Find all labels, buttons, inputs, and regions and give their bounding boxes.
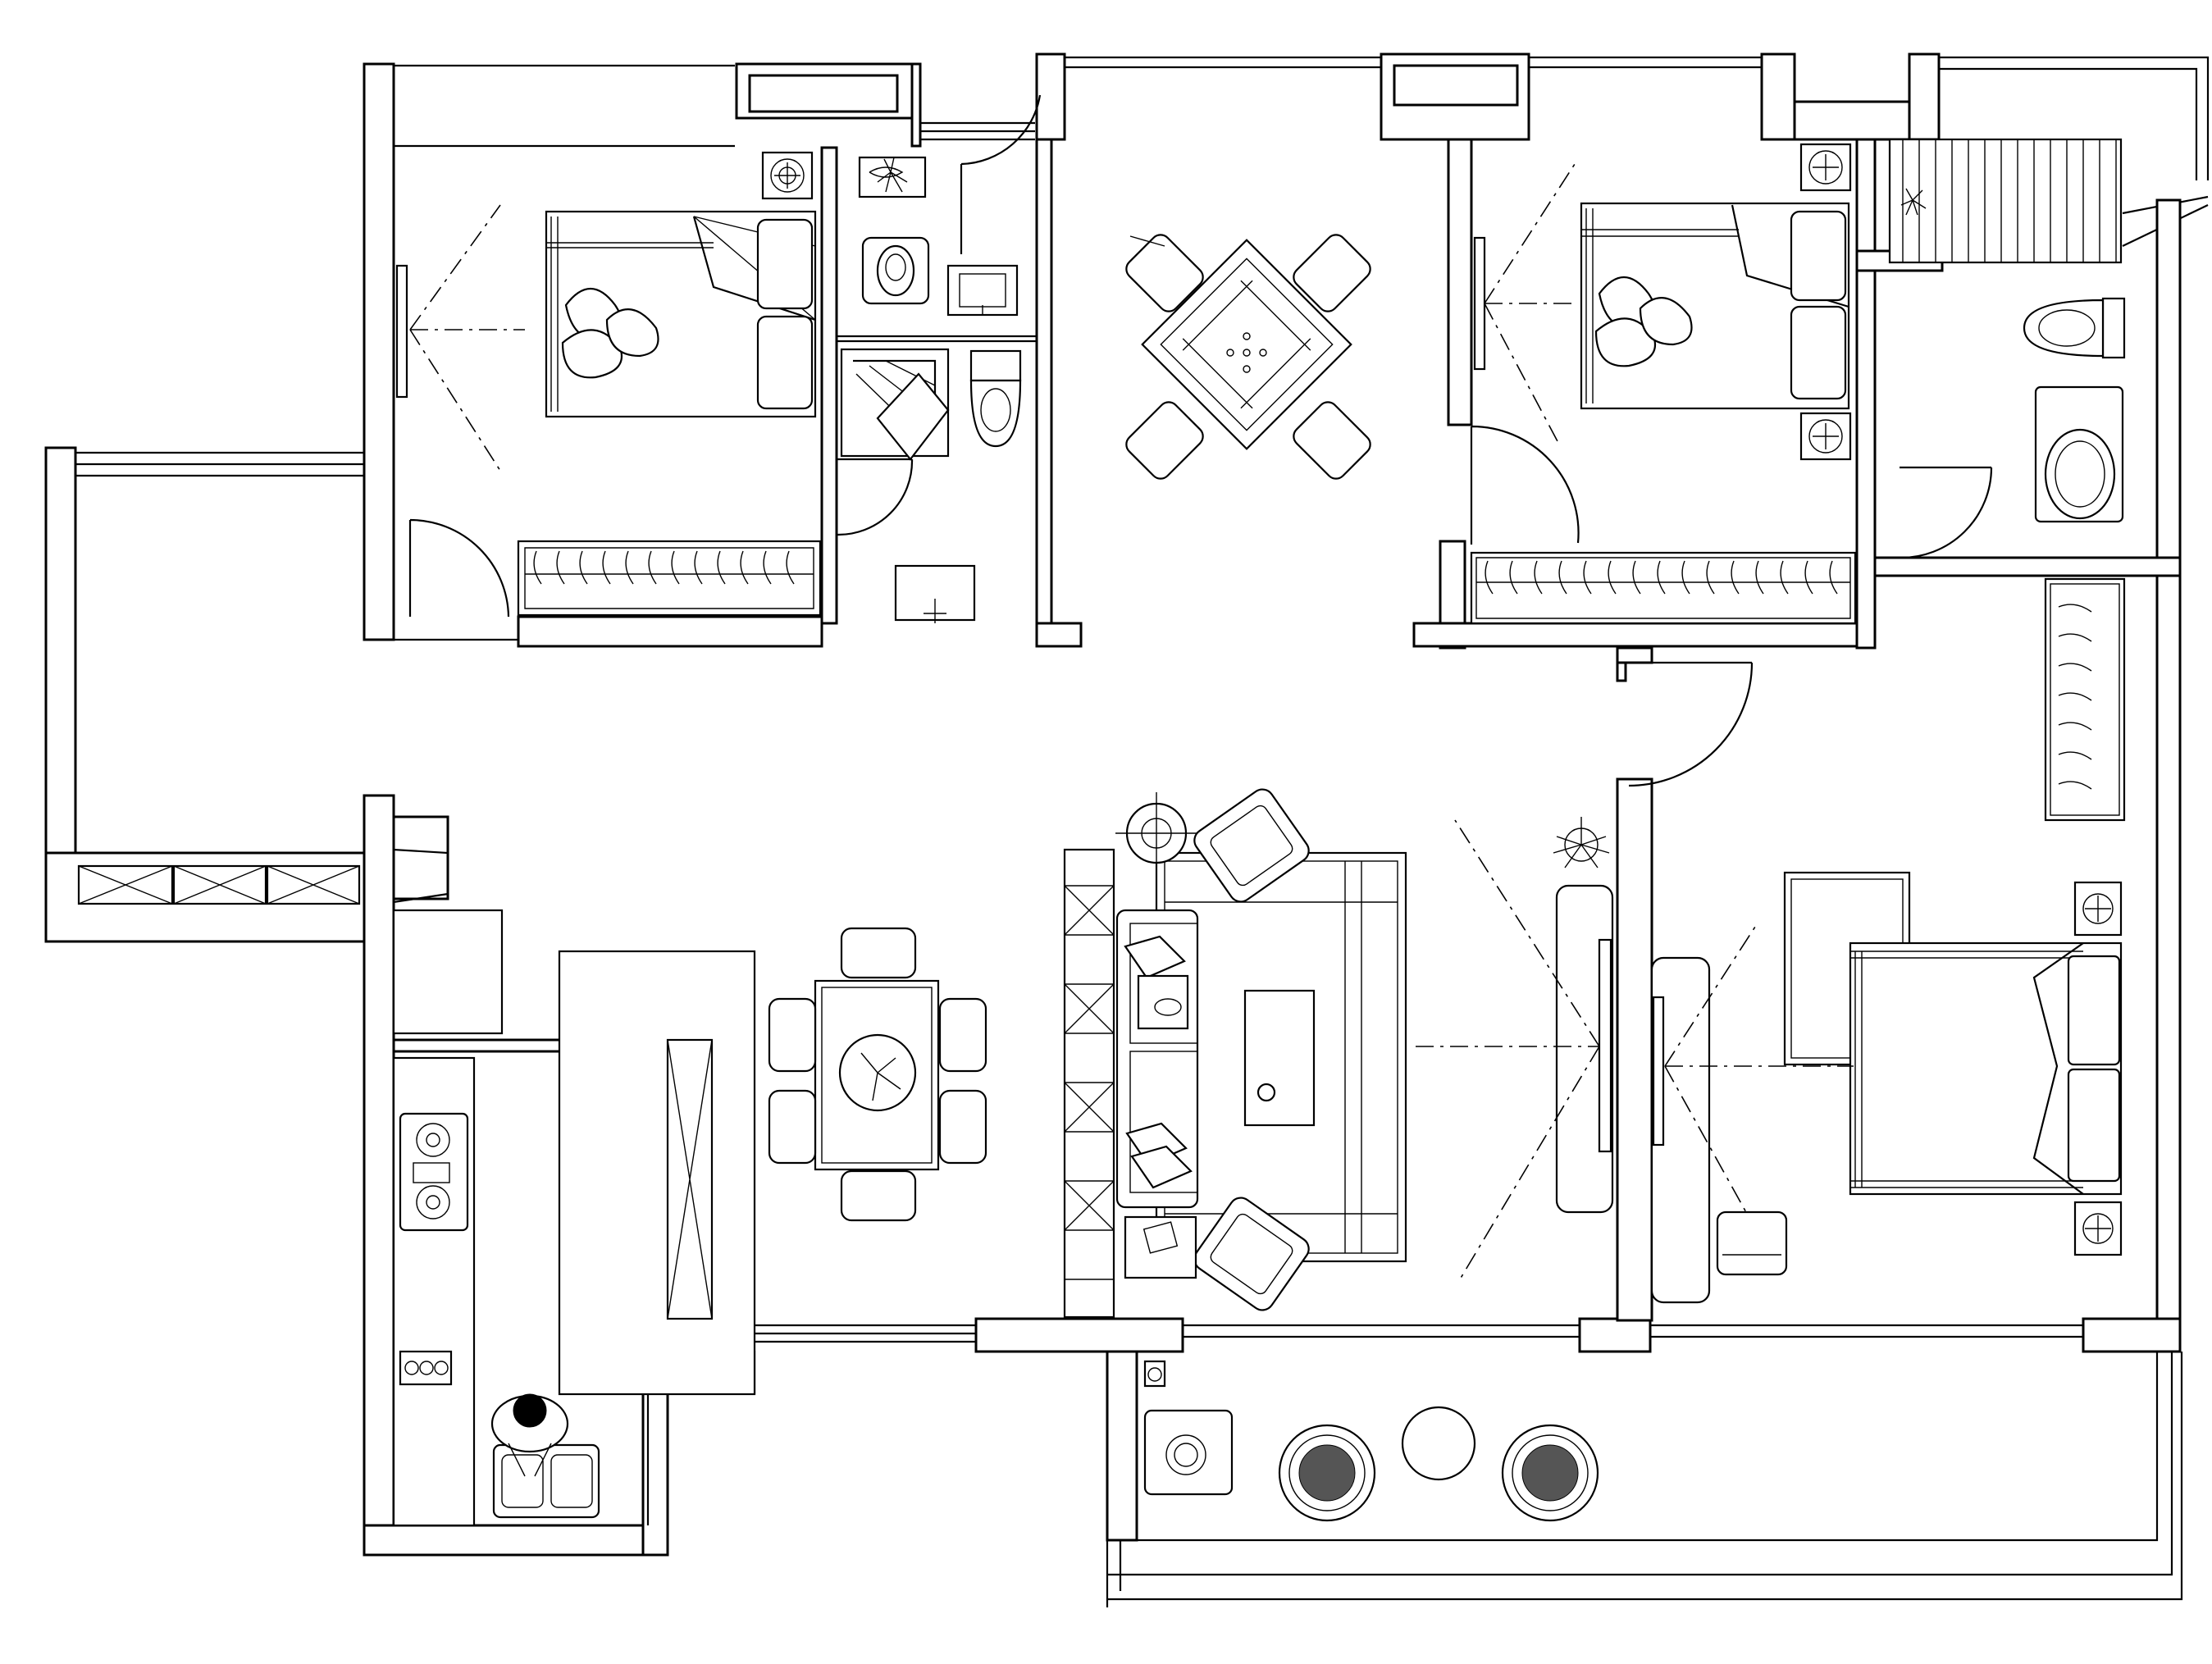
- master-bedroom: [1650, 871, 2123, 1304]
- mahjong-room: [1125, 234, 1371, 480]
- bathroom-ensuite: [1888, 138, 2126, 559]
- kitchen: [392, 848, 756, 1527]
- bathroom-small: [836, 94, 1042, 623]
- bedroom-northwest: [395, 151, 822, 618]
- bedroom-north: [1470, 143, 1857, 625]
- potted-plant: [1553, 817, 1610, 868]
- living-room: [1063, 788, 1614, 1319]
- washing-machine: [1143, 1409, 1234, 1496]
- balcony-south: [1143, 1360, 1599, 1522]
- chair: [1125, 234, 1204, 312]
- dining-area: [768, 927, 987, 1222]
- round-table: [1401, 1406, 1476, 1481]
- planter-boxes: [77, 864, 361, 905]
- hall-closet: [1617, 577, 2126, 822]
- gas-hob: [399, 1112, 469, 1232]
- desk-chair: [1716, 1210, 1788, 1276]
